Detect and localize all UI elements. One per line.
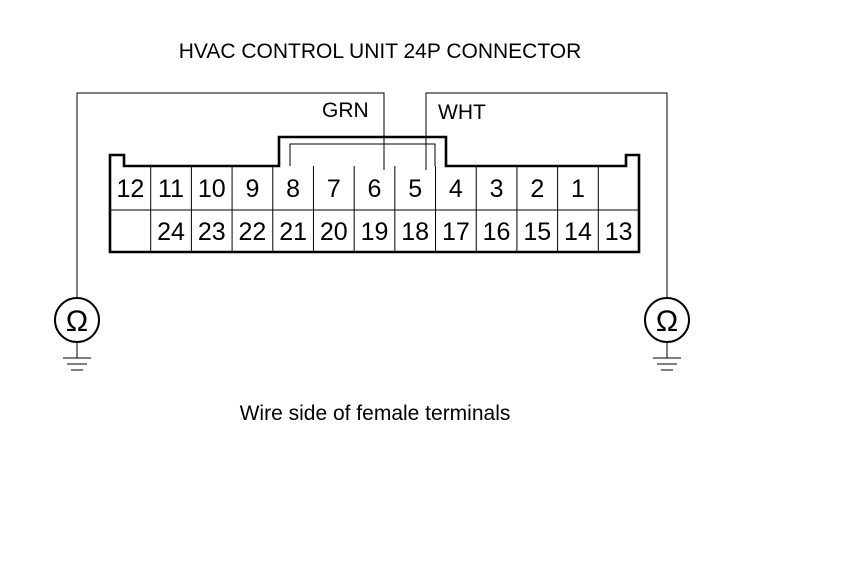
terminal-4: 4 (449, 175, 463, 203)
terminal-17: 17 (442, 218, 470, 246)
terminal-16: 16 (483, 218, 511, 246)
terminal-1: 1 (571, 175, 585, 203)
connector-lock-tab (289, 143, 436, 166)
left-ground-icon (63, 342, 91, 371)
right-ohmmeter: Ω (644, 297, 690, 343)
left-ohm-symbol: Ω (66, 305, 88, 338)
terminal-18: 18 (401, 218, 429, 246)
terminal-14: 14 (564, 218, 592, 246)
grn-wire-label: GRN (322, 99, 369, 122)
right-ohm-symbol: Ω (656, 305, 678, 338)
terminal-11: 11 (158, 175, 184, 203)
connector-housing (108, 135, 641, 254)
terminal-19: 19 (361, 218, 389, 246)
terminal-13: 13 (605, 218, 633, 246)
left-ohmmeter: Ω (54, 297, 100, 343)
terminal-8: 8 (286, 175, 300, 203)
right-probe-lead (425, 92, 668, 298)
terminal-15: 15 (523, 218, 551, 246)
terminal-20: 20 (320, 218, 348, 246)
terminal-5: 5 (408, 175, 422, 203)
terminal-23: 23 (198, 218, 226, 246)
terminal-9: 9 (245, 175, 259, 203)
terminal-7: 7 (327, 175, 341, 203)
terminal-2: 2 (530, 175, 544, 203)
diagram-title: HVAC CONTROL UNIT 24P CONNECTOR (179, 40, 582, 63)
terminal-10: 10 (198, 175, 226, 203)
left-probe-lead (76, 92, 385, 298)
terminal-21: 21 (279, 218, 307, 246)
diagram-caption: Wire side of female terminals (240, 402, 511, 425)
terminal-3: 3 (490, 175, 504, 203)
terminal-22: 22 (239, 218, 267, 246)
terminal-12: 12 (116, 175, 144, 203)
wht-wire-label: WHT (438, 101, 486, 124)
terminal-24: 24 (157, 218, 185, 246)
right-ground-icon (653, 342, 681, 371)
terminal-6: 6 (368, 175, 382, 203)
